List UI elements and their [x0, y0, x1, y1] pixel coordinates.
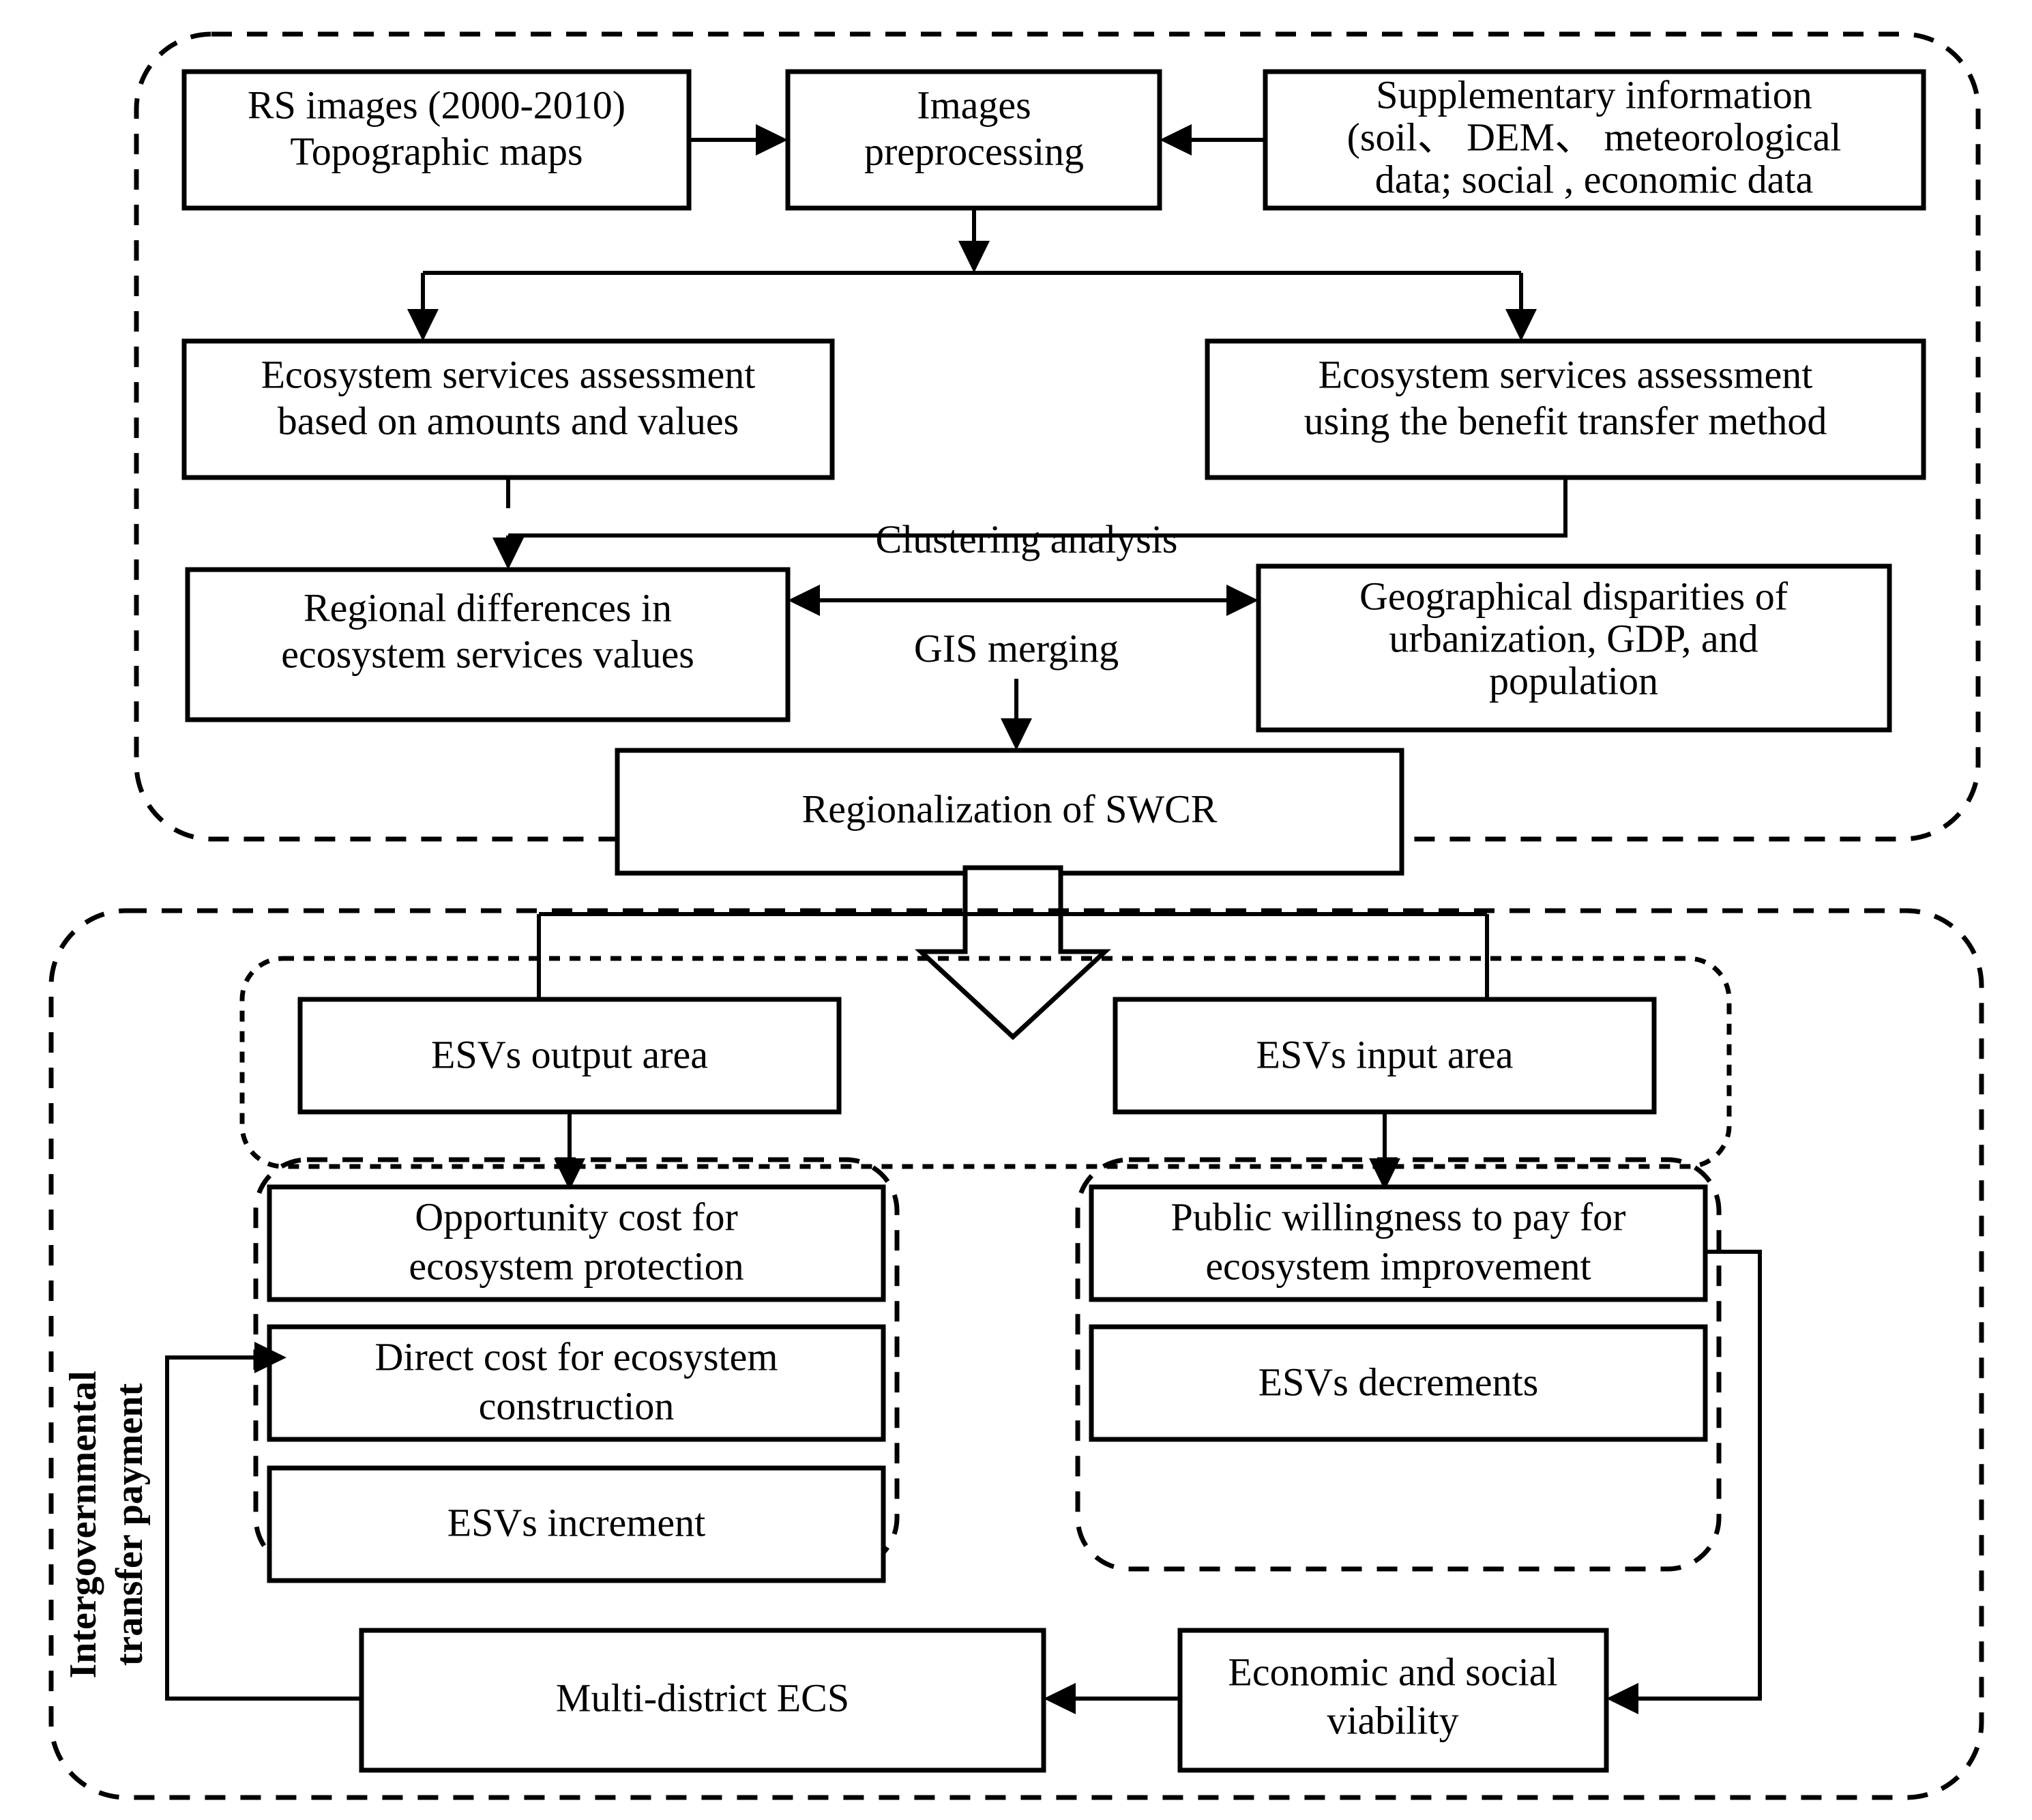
- arrowhead-split-left: [407, 309, 439, 341]
- node-public-willingness-line1: Public willingness to pay for: [1171, 1194, 1626, 1239]
- node-geographical-disparities-line2: urbanization, GDP, and: [1389, 616, 1758, 660]
- node-rs-images-line2: Topographic maps: [290, 129, 583, 173]
- arrowhead-bidir-right: [1226, 585, 1258, 616]
- node-rs-images-line1: RS images (2000-2010): [248, 83, 625, 127]
- node-supplementary-information-line1: Supplementary information: [1376, 72, 1812, 117]
- node-direct-cost-line2: construction: [479, 1383, 675, 1428]
- node-opportunity-cost-line1: Opportunity cost for: [415, 1194, 738, 1239]
- node-geographical-disparities-line1: Geographical disparities of: [1359, 574, 1788, 618]
- node-images-preprocessing-box[interactable]: [785, 69, 1162, 211]
- node-opportunity-cost-box[interactable]: [267, 1184, 886, 1302]
- node-regional-differences-box[interactable]: [185, 567, 791, 722]
- node-assessment-benefit-transfer-line1: Ecosystem services assessment: [1319, 352, 1813, 396]
- lower-phase-group: [48, 908, 1984, 1800]
- node-public-willingness-line2: ecosystem improvement: [1205, 1244, 1591, 1288]
- node-regional-differences-line2: ecosystem services values: [281, 632, 694, 676]
- node-esvs-output-area-line1: ESVs output area: [431, 1032, 708, 1076]
- node-images-preprocessing-line1: Images: [917, 83, 1031, 127]
- node-economic-social-viability-line1: Economic and social: [1228, 1649, 1557, 1694]
- node-assessment-amounts-values-line1: Ecosystem services assessment: [261, 352, 756, 396]
- hollow-block-arrow: [915, 865, 1111, 1040]
- node-esvs-output-area-box[interactable]: [297, 997, 842, 1115]
- node-economic-social-viability-line2: viability: [1327, 1698, 1458, 1742]
- arrowhead-supplementary-to-preprocessing: [1160, 124, 1192, 156]
- node-esvs-increment-line1: ESVs increment: [447, 1500, 706, 1544]
- node-supplementary-information-line2: (soil、 DEM、 meteorological: [1347, 115, 1842, 159]
- arrowhead-rs-to-preprocessing: [756, 124, 788, 156]
- node-multi-district-ecs-line1: Multi-district ECS: [556, 1675, 849, 1720]
- node-direct-cost-box[interactable]: [267, 1324, 886, 1442]
- arrowhead-intergovernmental-transfer: [254, 1342, 286, 1373]
- connector-willingness-to-viability: [1637, 1250, 1762, 1701]
- node-esvs-increment-box[interactable]: [267, 1465, 886, 1583]
- connector-intergovernmental-transfer: [165, 1355, 362, 1701]
- arrowhead-split-right: [1505, 309, 1537, 341]
- arrowhead-viability-to-ecs: [1044, 1683, 1076, 1714]
- node-esvs-decrements-line1: ESVs decrements: [1258, 1360, 1539, 1404]
- node-supplementary-information-line3: data; social , economic data: [1375, 157, 1814, 201]
- node-public-willingness-box[interactable]: [1089, 1184, 1708, 1302]
- upper-phase-group: [134, 31, 1981, 842]
- node-rs-images-box[interactable]: [181, 69, 692, 211]
- node-opportunity-cost-line2: ecosystem protection: [409, 1244, 743, 1288]
- edge-label-clustering-analysis: Clustering analysis: [875, 517, 1177, 561]
- arrowhead-into-regional-differences: [492, 538, 524, 570]
- node-regionalization-swcr-box[interactable]: [615, 748, 1404, 876]
- node-assessment-benefit-transfer-box[interactable]: [1205, 338, 1926, 480]
- edge-label-gis-merging: GIS merging: [914, 626, 1119, 671]
- input-items-subgroup: [1075, 1157, 1722, 1572]
- node-esvs-input-area-line1: ESVs input area: [1256, 1032, 1514, 1076]
- arrow-benefit-transfer-down-left: [508, 478, 1567, 538]
- esv-area-subgroup: [239, 956, 1732, 1169]
- node-assessment-amounts-values-box[interactable]: [181, 338, 835, 480]
- node-esvs-decrements-box[interactable]: [1089, 1324, 1708, 1442]
- node-regional-differences-line1: Regional differences in: [304, 585, 672, 630]
- arrowhead-esvs-output-down: [554, 1158, 585, 1190]
- node-geographical-disparities-box[interactable]: [1256, 563, 1892, 733]
- node-assessment-amounts-values-line2: based on amounts and values: [278, 398, 739, 443]
- node-assessment-benefit-transfer-line2: using the benefit transfer method: [1304, 398, 1827, 443]
- node-multi-district-ecs-box[interactable]: [359, 1628, 1046, 1773]
- arrowhead-preprocessing-down: [958, 241, 990, 273]
- node-economic-social-viability-box[interactable]: [1177, 1628, 1609, 1773]
- edge-label-intergovernmental-line1: Intergovernmental: [62, 1370, 104, 1678]
- node-direct-cost-line1: Direct cost for ecosystem: [374, 1334, 778, 1379]
- node-images-preprocessing-line2: preprocessing: [864, 129, 1084, 173]
- node-geographical-disparities-line3: population: [1489, 658, 1658, 703]
- arrowhead-bidir-left: [788, 585, 820, 616]
- arrowhead-esvs-input-down: [1369, 1158, 1400, 1190]
- node-regionalization-swcr-line1: Regionalization of SWCR: [802, 787, 1218, 831]
- arrowhead-into-economic-viability: [1606, 1683, 1638, 1714]
- arrowhead-to-regionalization: [1001, 718, 1032, 750]
- edge-label-intergovernmental-line2: transfer payment: [108, 1383, 151, 1667]
